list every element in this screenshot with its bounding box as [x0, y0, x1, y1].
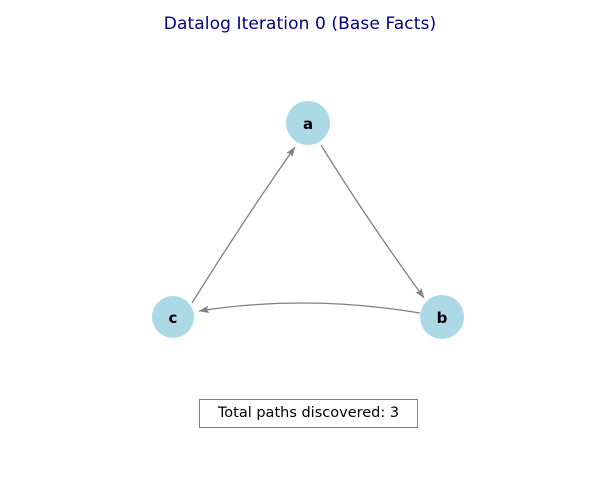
node-layer: a b c — [152, 101, 464, 339]
node-circle-b[interactable] — [420, 295, 464, 339]
graph-node-c[interactable]: c — [152, 296, 194, 338]
edge-a-to-b[interactable] — [320, 144, 425, 299]
node-circle-c[interactable] — [152, 296, 194, 338]
edge-c-to-a[interactable] — [191, 146, 296, 304]
summary-box: Total paths discovered: 3 — [199, 399, 418, 428]
graph-node-a[interactable]: a — [286, 101, 330, 145]
edge-b-to-c[interactable] — [198, 302, 421, 314]
node-circle-a[interactable] — [286, 101, 330, 145]
node-label-b: b — [437, 309, 448, 327]
page-title: Datalog Iteration 0 (Base Facts) — [163, 14, 437, 34]
node-label-a: a — [303, 115, 313, 133]
node-label-c: c — [169, 309, 178, 327]
edge-layer — [191, 144, 425, 314]
graph-node-b[interactable]: b — [420, 295, 464, 339]
total-paths-label: Total paths discovered: 3 — [217, 405, 400, 422]
